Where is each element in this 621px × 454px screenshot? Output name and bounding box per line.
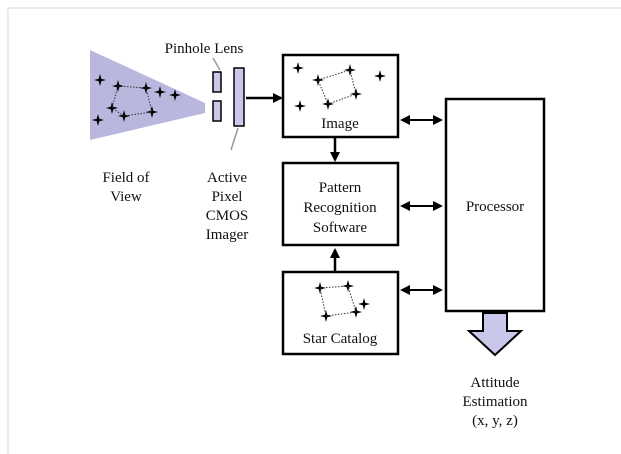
constellation-icon (319, 285, 357, 317)
processor-box: Processor (444, 97, 546, 313)
processor-rect (444, 97, 546, 313)
star-catalog-label: Star Catalog (303, 331, 378, 347)
imager-label-line2: Pixel (212, 189, 243, 205)
field-of-view (90, 50, 205, 140)
star-catalog-box: Star Catalog (281, 270, 400, 356)
image-box: Image (281, 53, 400, 139)
pattern-label-line2: Recognition (303, 200, 377, 216)
pinhole-lens (212, 71, 222, 122)
lens-upper (212, 71, 222, 93)
pattern-label-line1: Pattern (319, 180, 362, 196)
image-box-label: Image (321, 116, 359, 132)
lens-lower (212, 100, 222, 122)
cmos-imager (233, 67, 245, 127)
pattern-box-rect (281, 161, 400, 247)
pattern-recognition-box: Pattern Recognition Software (281, 161, 400, 247)
processor-label: Processor (466, 199, 524, 215)
attitude-label-line3: (x, y, z) (472, 413, 518, 429)
imager-pointer-line (230, 127, 239, 151)
imager-label-line1: Active (207, 170, 247, 186)
pinhole-lens-label: Pinhole Lens (165, 41, 244, 57)
constellation-icon (317, 69, 357, 105)
field-of-view-label-line1: Field of (102, 170, 149, 186)
pattern-label-line3: Software (313, 220, 367, 236)
field-of-view-cone (90, 50, 205, 140)
attitude-label-line1: Attitude (470, 375, 520, 391)
lens-pointer-line (212, 57, 221, 71)
image-box-rect (281, 53, 400, 139)
star-catalog-rect (281, 270, 400, 356)
constellation-icon (111, 85, 153, 117)
field-of-view-label-line2: View (110, 189, 142, 205)
output-down-arrow-icon (466, 312, 524, 357)
imager-label-line3: CMOS (206, 208, 249, 224)
attitude-label-line2: Estimation (463, 394, 528, 410)
imager-label-line4: Imager (206, 227, 248, 243)
